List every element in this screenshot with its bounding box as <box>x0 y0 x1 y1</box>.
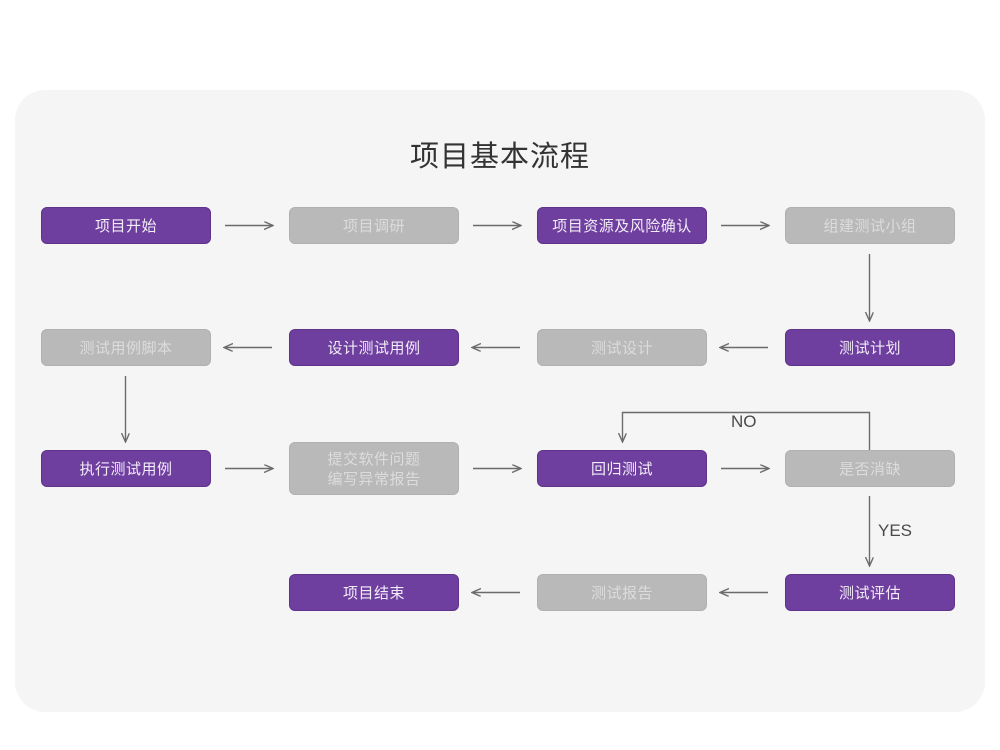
node-project-end[interactable]: 项目结束 <box>289 574 459 611</box>
node-test-plan[interactable]: 测试计划 <box>785 329 955 366</box>
node-test-evaluation[interactable]: 测试评估 <box>785 574 955 611</box>
node-test-report[interactable]: 测试报告 <box>537 574 707 611</box>
node-build-test-team[interactable]: 组建测试小组 <box>785 207 955 244</box>
page-title: 项目基本流程 <box>409 139 590 173</box>
edge-label-no: NO <box>731 412 757 431</box>
node-design-test-case[interactable]: 设计测试用例 <box>289 329 459 366</box>
node-resource-risk-confirm[interactable]: 项目资源及风险确认 <box>537 207 707 244</box>
node-test-design[interactable]: 测试设计 <box>537 329 707 366</box>
node-submit-defect-report[interactable]: 提交软件问题 编写异常报告 <box>289 442 459 495</box>
edge-label-yes: YES <box>878 521 913 540</box>
node-project-start[interactable]: 项目开始 <box>41 207 211 244</box>
node-execute-test-case[interactable]: 执行测试用例 <box>41 450 211 487</box>
node-test-case-script[interactable]: 测试用例脚本 <box>41 329 211 366</box>
node-defect-resolved[interactable]: 是否消缺 <box>785 450 955 487</box>
node-project-research[interactable]: 项目调研 <box>289 207 459 244</box>
node-regression-test[interactable]: 回归测试 <box>537 450 707 487</box>
